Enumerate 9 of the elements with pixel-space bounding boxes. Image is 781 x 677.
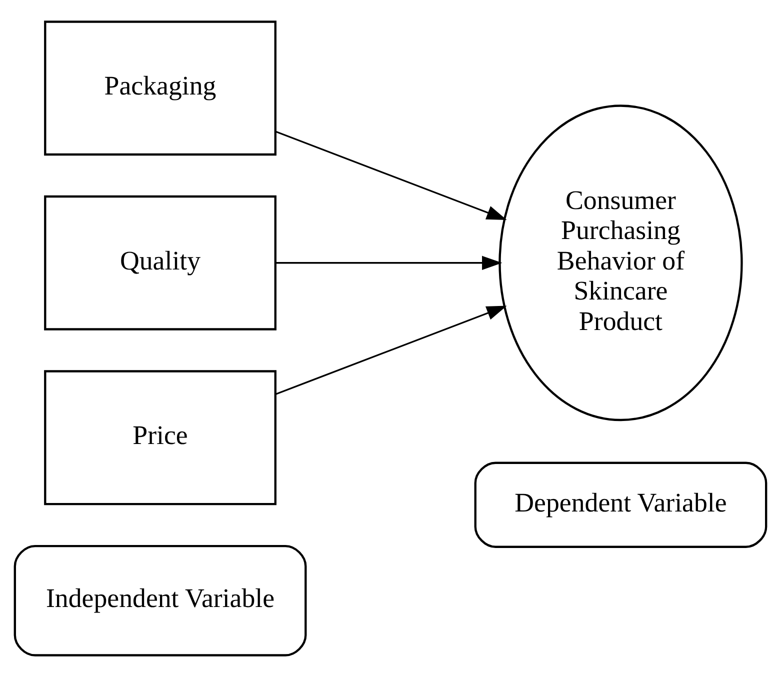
arrow [276,256,502,270]
node-box: Packaging [44,20,276,156]
arrow [275,306,507,395]
node-box: Quality [44,195,276,330]
node-box: Price [44,370,276,506]
arrow [275,130,507,220]
node-box: Dependent Variable [474,462,768,548]
node-box: Independent Variable [14,544,307,656]
node-ellipse: Consumer Purchasing Behavior of Skincare Product [498,104,743,422]
